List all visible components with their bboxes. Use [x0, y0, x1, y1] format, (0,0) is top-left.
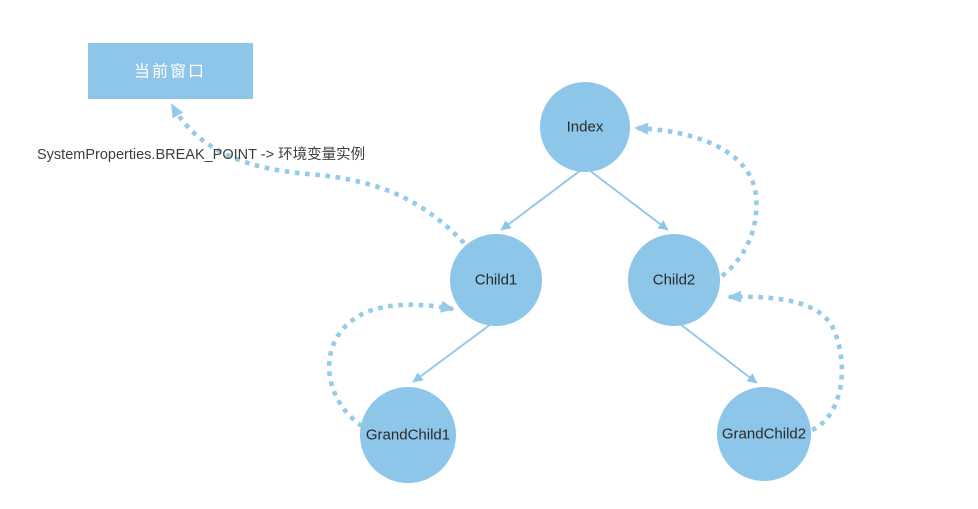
child1-circle[interactable]: [450, 234, 542, 326]
node-current-window[interactable]: 当前窗口: [88, 43, 253, 99]
edge-child2-to-index: [634, 122, 759, 278]
index-label: Index: [567, 119, 604, 136]
node-child1[interactable]: Child1: [450, 234, 542, 326]
node-child2[interactable]: Child2: [628, 234, 720, 326]
edge-child1-to-current-window: [169, 103, 466, 245]
current-window-box[interactable]: [88, 43, 253, 99]
child2-circle[interactable]: [628, 234, 720, 326]
node-grandchild2[interactable]: GrandChild2: [717, 387, 811, 481]
breakpoint-annotation: SystemProperties.BREAK_POINT -> 环境变量实例: [37, 145, 365, 163]
edge-index-to-child1: [500, 169, 582, 231]
child2-label: Child2: [653, 272, 696, 289]
index-circle[interactable]: [540, 82, 630, 172]
grandchild1-circle[interactable]: [360, 387, 456, 483]
grandchild2-label: GrandChild2: [722, 426, 806, 443]
node-grandchild1[interactable]: GrandChild1: [360, 387, 456, 483]
current-window-label: 当前窗口: [134, 63, 206, 81]
edge-child1-to-grandchild1: [412, 323, 492, 383]
grandchild1-label: GrandChild1: [366, 427, 450, 444]
child1-label: Child1: [475, 272, 518, 289]
edge-child2-to-grandchild2: [679, 323, 758, 384]
grandchild2-circle[interactable]: [717, 387, 811, 481]
node-index[interactable]: Index: [540, 82, 630, 172]
edge-index-to-child2: [588, 169, 669, 231]
